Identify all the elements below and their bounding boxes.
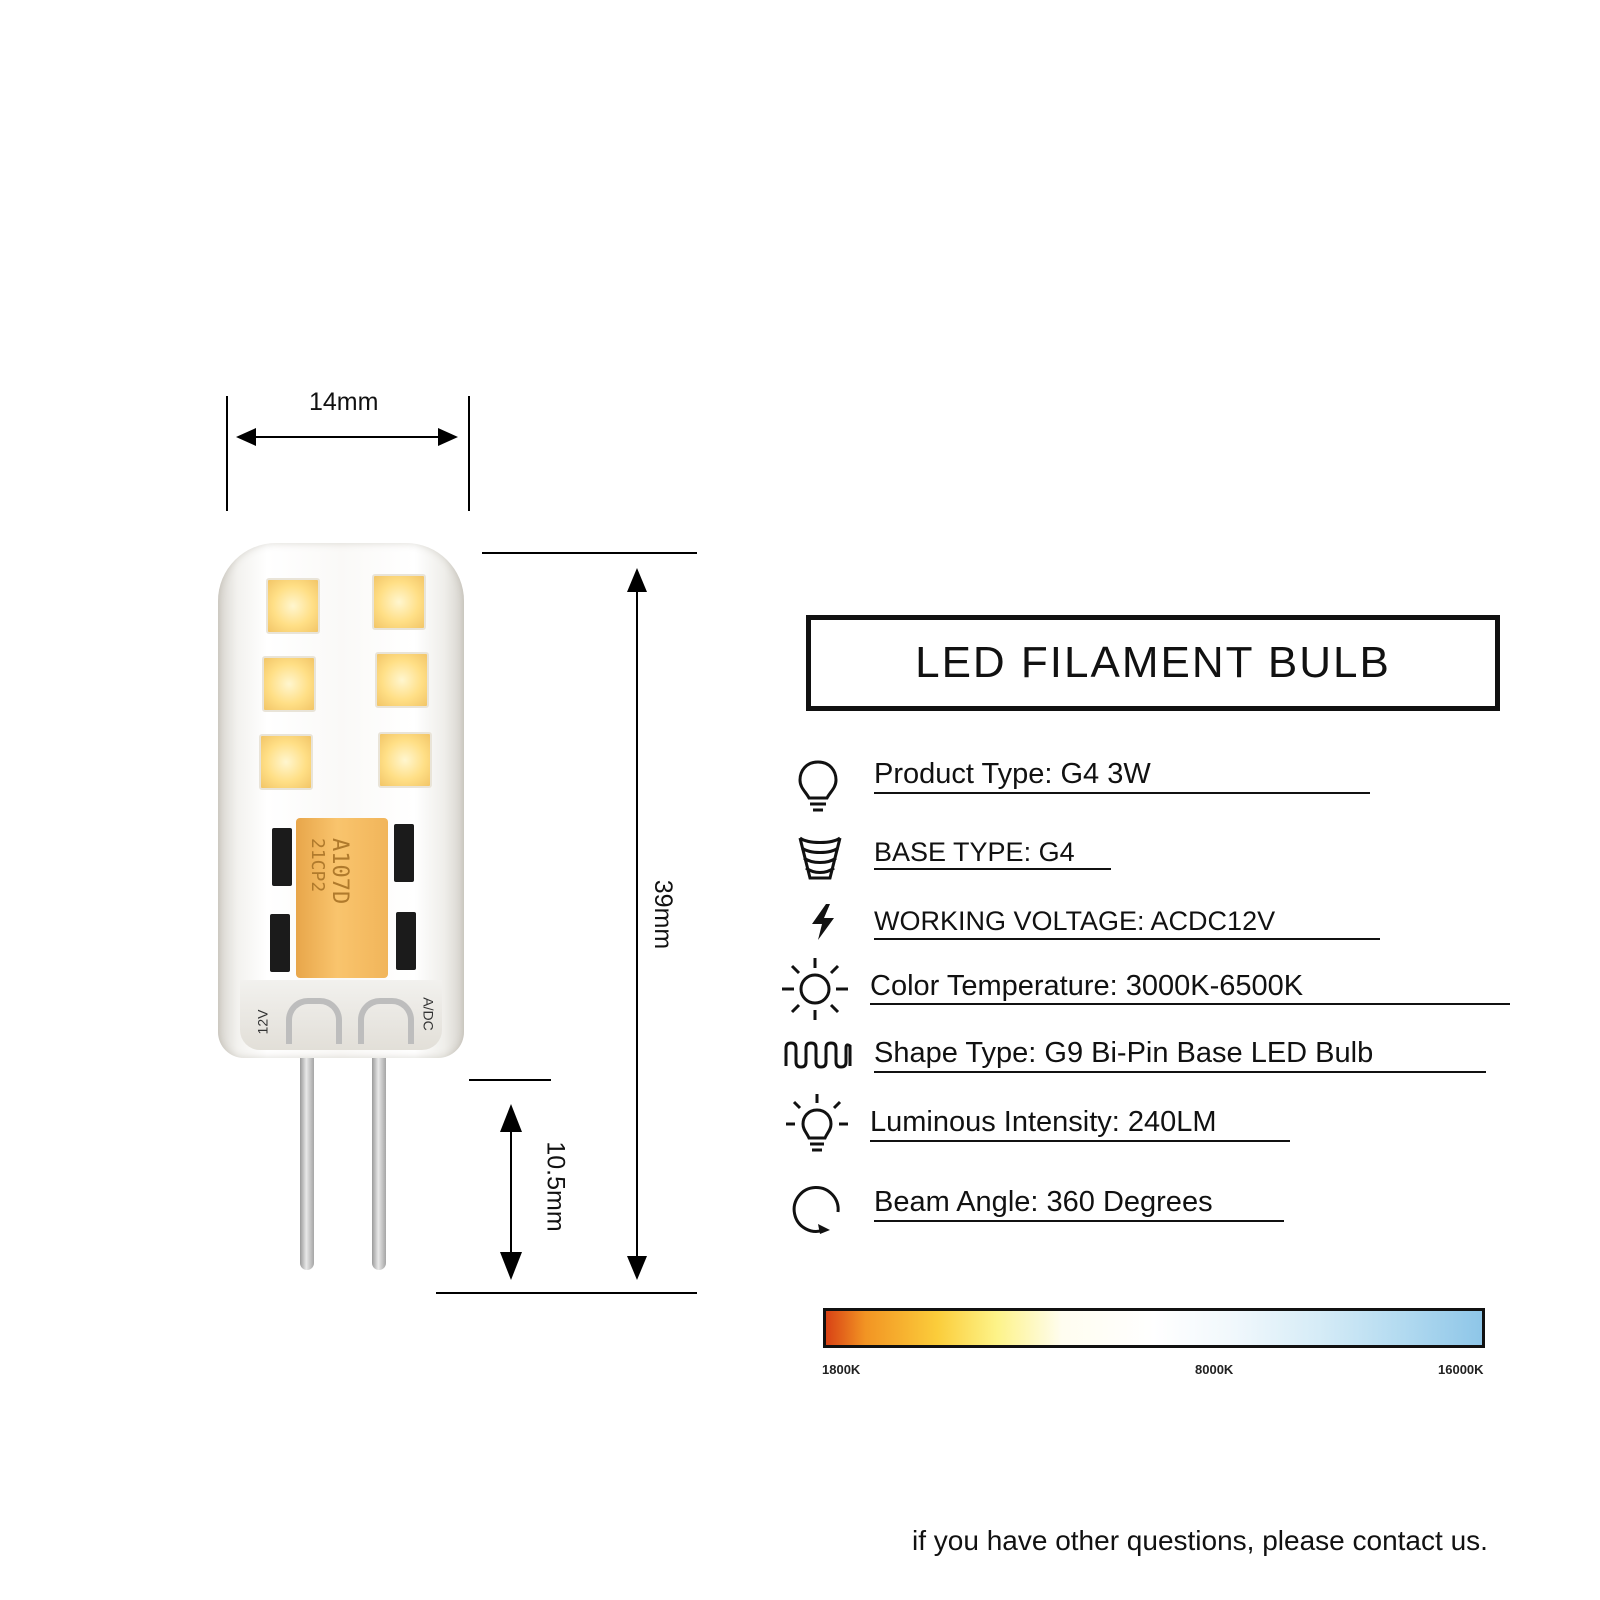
- pin-loop-left: [286, 998, 342, 1044]
- pin-left: [300, 1040, 314, 1270]
- temp-label-high: 16000K: [1438, 1362, 1484, 1377]
- bulb-icon: [798, 760, 838, 812]
- underline: [874, 868, 1111, 870]
- underline: [870, 1140, 1290, 1142]
- capacitor-marking-1: A107D: [327, 838, 352, 905]
- resistor: [394, 824, 414, 882]
- underline: [870, 1003, 1510, 1005]
- voltage-marking: 12V: [254, 1009, 271, 1035]
- lightning-icon: [812, 904, 834, 940]
- arrow-left-icon: [236, 428, 256, 446]
- bright-bulb-icon: [786, 1094, 848, 1152]
- led-chip: [372, 574, 426, 630]
- coil-icon: [784, 1041, 852, 1069]
- capacitor-marking-2: 21CP2: [307, 838, 328, 893]
- contact-note: if you have other questions, please cont…: [912, 1525, 1488, 1556]
- arrow-up-icon: [627, 568, 647, 592]
- acdc-marking: A/DC: [420, 997, 437, 1031]
- spec-base-type: BASE TYPE: G4: [874, 837, 1075, 867]
- sun-icon: [782, 958, 848, 1020]
- pin-loop-right: [358, 998, 414, 1044]
- spec-beam-angle: Beam Angle: 360 Degrees: [874, 1186, 1213, 1218]
- underline: [874, 1071, 1486, 1073]
- temperature-gradient-bar: [823, 1308, 1485, 1348]
- spec-product-type: Product Type: G4 3W: [874, 758, 1151, 790]
- pin-length-label: 10.5mm: [541, 1141, 570, 1232]
- arrow-right-icon: [438, 428, 458, 446]
- rotate-icon: [792, 1185, 840, 1234]
- resistor: [272, 828, 292, 886]
- underline: [874, 938, 1380, 940]
- arrow-down-icon: [627, 1256, 647, 1280]
- width-label: 14mm: [309, 388, 379, 416]
- arrow-down-icon: [500, 1252, 522, 1280]
- capacitor: [296, 818, 388, 978]
- underline: [874, 1220, 1284, 1222]
- spec-working-voltage: WORKING VOLTAGE: ACDC12V: [874, 906, 1276, 936]
- led-chip: [259, 734, 313, 790]
- temp-label-mid: 8000K: [1195, 1362, 1234, 1377]
- title-box: LED FILAMENT BULB: [806, 615, 1500, 711]
- underline: [874, 792, 1370, 794]
- base-icon: [798, 836, 842, 880]
- arrow-up-icon: [500, 1104, 522, 1132]
- spec-shape-type: Shape Type: G9 Bi-Pin Base LED Bulb: [874, 1037, 1374, 1069]
- resistor: [396, 912, 416, 970]
- resistor: [270, 914, 290, 972]
- led-chip: [378, 732, 432, 788]
- led-chip: [266, 578, 320, 634]
- temp-label-low: 1800K: [822, 1362, 861, 1377]
- led-chip: [375, 652, 429, 708]
- spec-color-temperature: Color Temperature: 3000K-6500K: [870, 970, 1304, 1002]
- page-title: LED FILAMENT BULB: [915, 638, 1391, 687]
- led-chip: [262, 656, 316, 712]
- pin-right: [372, 1040, 386, 1270]
- spec-luminous-intensity: Luminous Intensity: 240LM: [870, 1106, 1217, 1138]
- height-label: 39mm: [649, 879, 678, 950]
